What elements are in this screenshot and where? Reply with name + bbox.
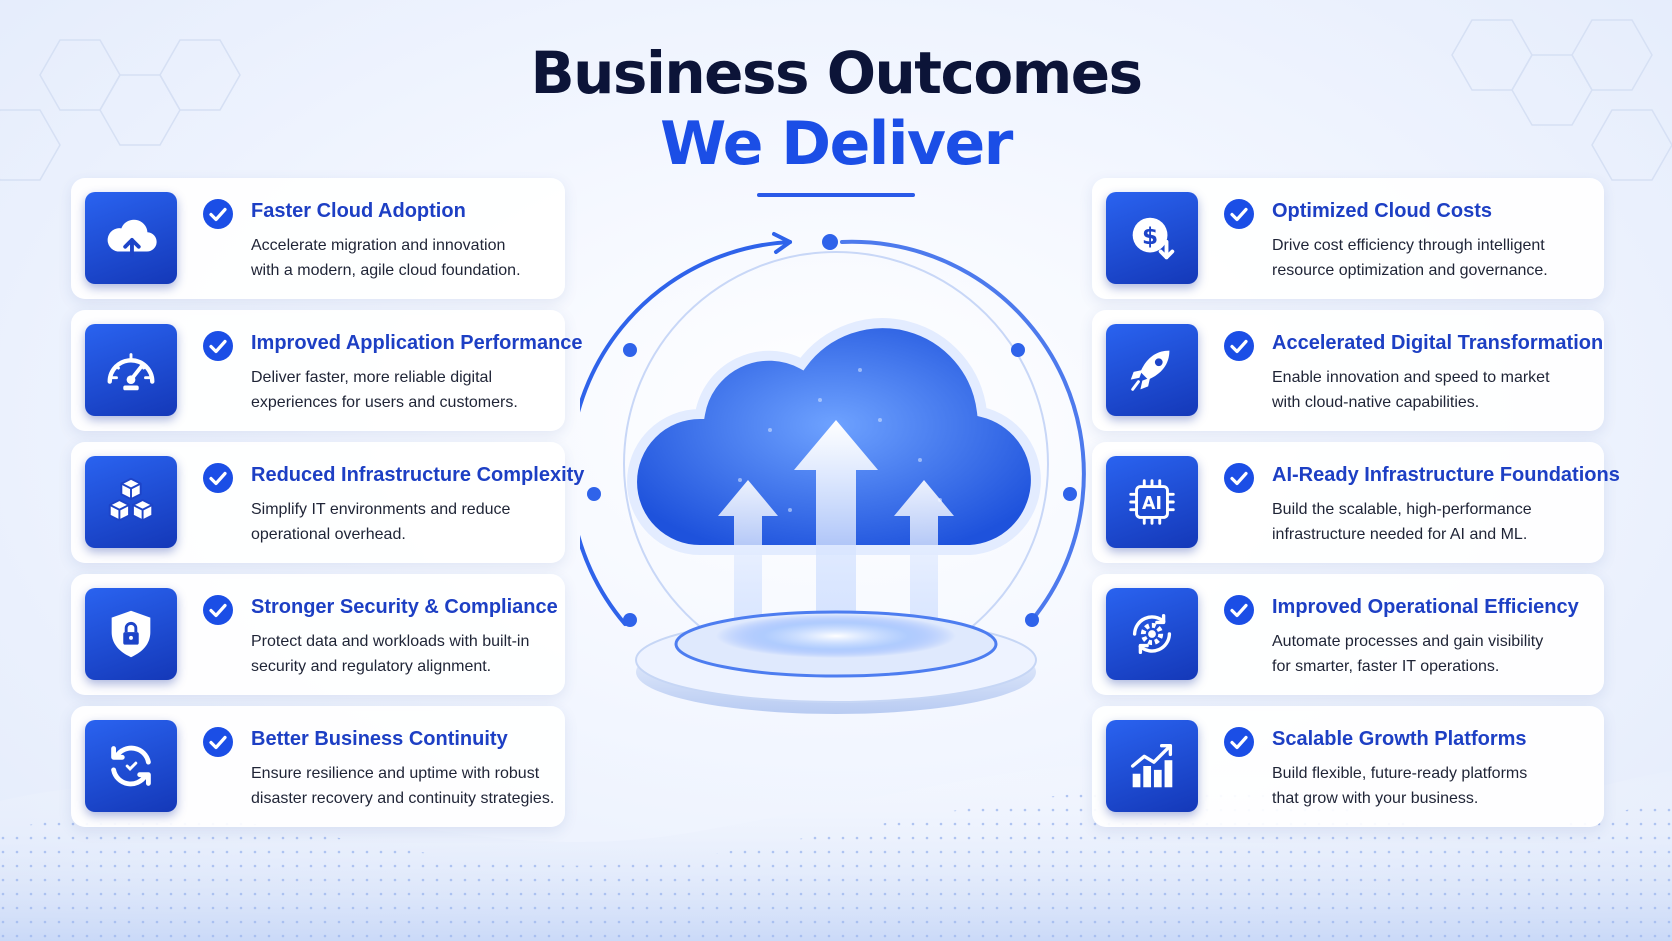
outcome-description: Protect data and workloads with built-in…: [251, 633, 530, 675]
ai-chip-icon: AI: [1106, 456, 1198, 548]
outcome-card-faster-cloud-adoption: Faster Cloud Adoption Accelerate migrati…: [71, 178, 565, 299]
shield-lock-icon: [85, 588, 177, 680]
outcome-title: Improved Operational Efficiency: [1272, 596, 1579, 618]
check-icon: [1224, 463, 1254, 493]
title-line-1: Business Outcomes: [530, 39, 1143, 107]
cloud-upload-icon: [85, 192, 177, 284]
title-line-2: We Deliver: [660, 109, 1013, 179]
check-icon: [1224, 595, 1254, 625]
dollar-icon: $: [1106, 192, 1198, 284]
outcome-card-accelerated-digital-transformation: Accelerated Digital Transformation Enabl…: [1092, 310, 1604, 431]
check-icon: [203, 463, 233, 493]
ai-chip-label: AI: [1142, 494, 1162, 514]
refresh-icon: [85, 720, 177, 812]
outcome-card-reduced-infrastructure-complexity: Reduced Infrastructure Complexity Simpli…: [71, 442, 585, 563]
outcome-title: Reduced Infrastructure Complexity: [251, 464, 585, 486]
check-icon: [1224, 727, 1254, 757]
check-icon: [203, 199, 233, 229]
outcome-card-improved-application-performance: Improved Application Performance Deliver…: [71, 310, 583, 431]
page-title: Business Outcomes We Deliver: [0, 38, 1672, 180]
outcome-card-ai-ready-infrastructure: AI AI-Ready Infrastructure Foundations B…: [1092, 442, 1620, 563]
growth-chart-icon: [1106, 720, 1198, 812]
outcome-title: AI-Ready Infrastructure Foundations: [1272, 464, 1620, 486]
outcome-title: Optimized Cloud Costs: [1272, 200, 1492, 222]
outcome-card-better-business-continuity: Better Business Continuity Ensure resili…: [71, 706, 565, 827]
outcome-title: Better Business Continuity: [251, 728, 508, 750]
outcome-title: Accelerated Digital Transformation: [1272, 332, 1604, 354]
check-icon: [1224, 331, 1254, 361]
outcome-card-stronger-security-compliance: Stronger Security & Compliance Protect d…: [71, 574, 565, 695]
outcome-description: Ensure resilience and uptime with robust…: [251, 765, 555, 807]
outcome-description: Drive cost efficiency through intelligen…: [1272, 237, 1548, 279]
left-outcomes-list: Faster Cloud Adoption Accelerate migrati…: [71, 178, 585, 838]
check-icon: [203, 727, 233, 757]
cubes-icon: [85, 456, 177, 548]
outcome-card-scalable-growth-platforms: Scalable Growth Platforms Build flexible…: [1092, 706, 1604, 827]
cloud-arrows-podium-icon: [580, 232, 1086, 714]
outcome-title: Improved Application Performance: [251, 332, 583, 354]
check-icon: [203, 595, 233, 625]
check-icon: [1224, 199, 1254, 229]
outcome-title: Faster Cloud Adoption: [251, 200, 466, 222]
title-underline: [757, 193, 915, 197]
outcome-card-improved-operational-efficiency: Improved Operational Efficiency Automate…: [1092, 574, 1604, 695]
gear-cycle-icon: [1106, 588, 1198, 680]
outcome-title: Stronger Security & Compliance: [251, 596, 558, 618]
svg-text:$: $: [1142, 223, 1158, 250]
rocket-icon: [1106, 324, 1198, 416]
speedometer-icon: [85, 324, 177, 416]
check-icon: [203, 331, 233, 361]
outcome-card-optimized-cloud-costs: $ Optimized Cloud Costs Drive cost effic…: [1092, 178, 1604, 299]
outcome-title: Scalable Growth Platforms: [1272, 728, 1527, 750]
right-outcomes-list: $ Optimized Cloud Costs Drive cost effic…: [1092, 178, 1620, 838]
